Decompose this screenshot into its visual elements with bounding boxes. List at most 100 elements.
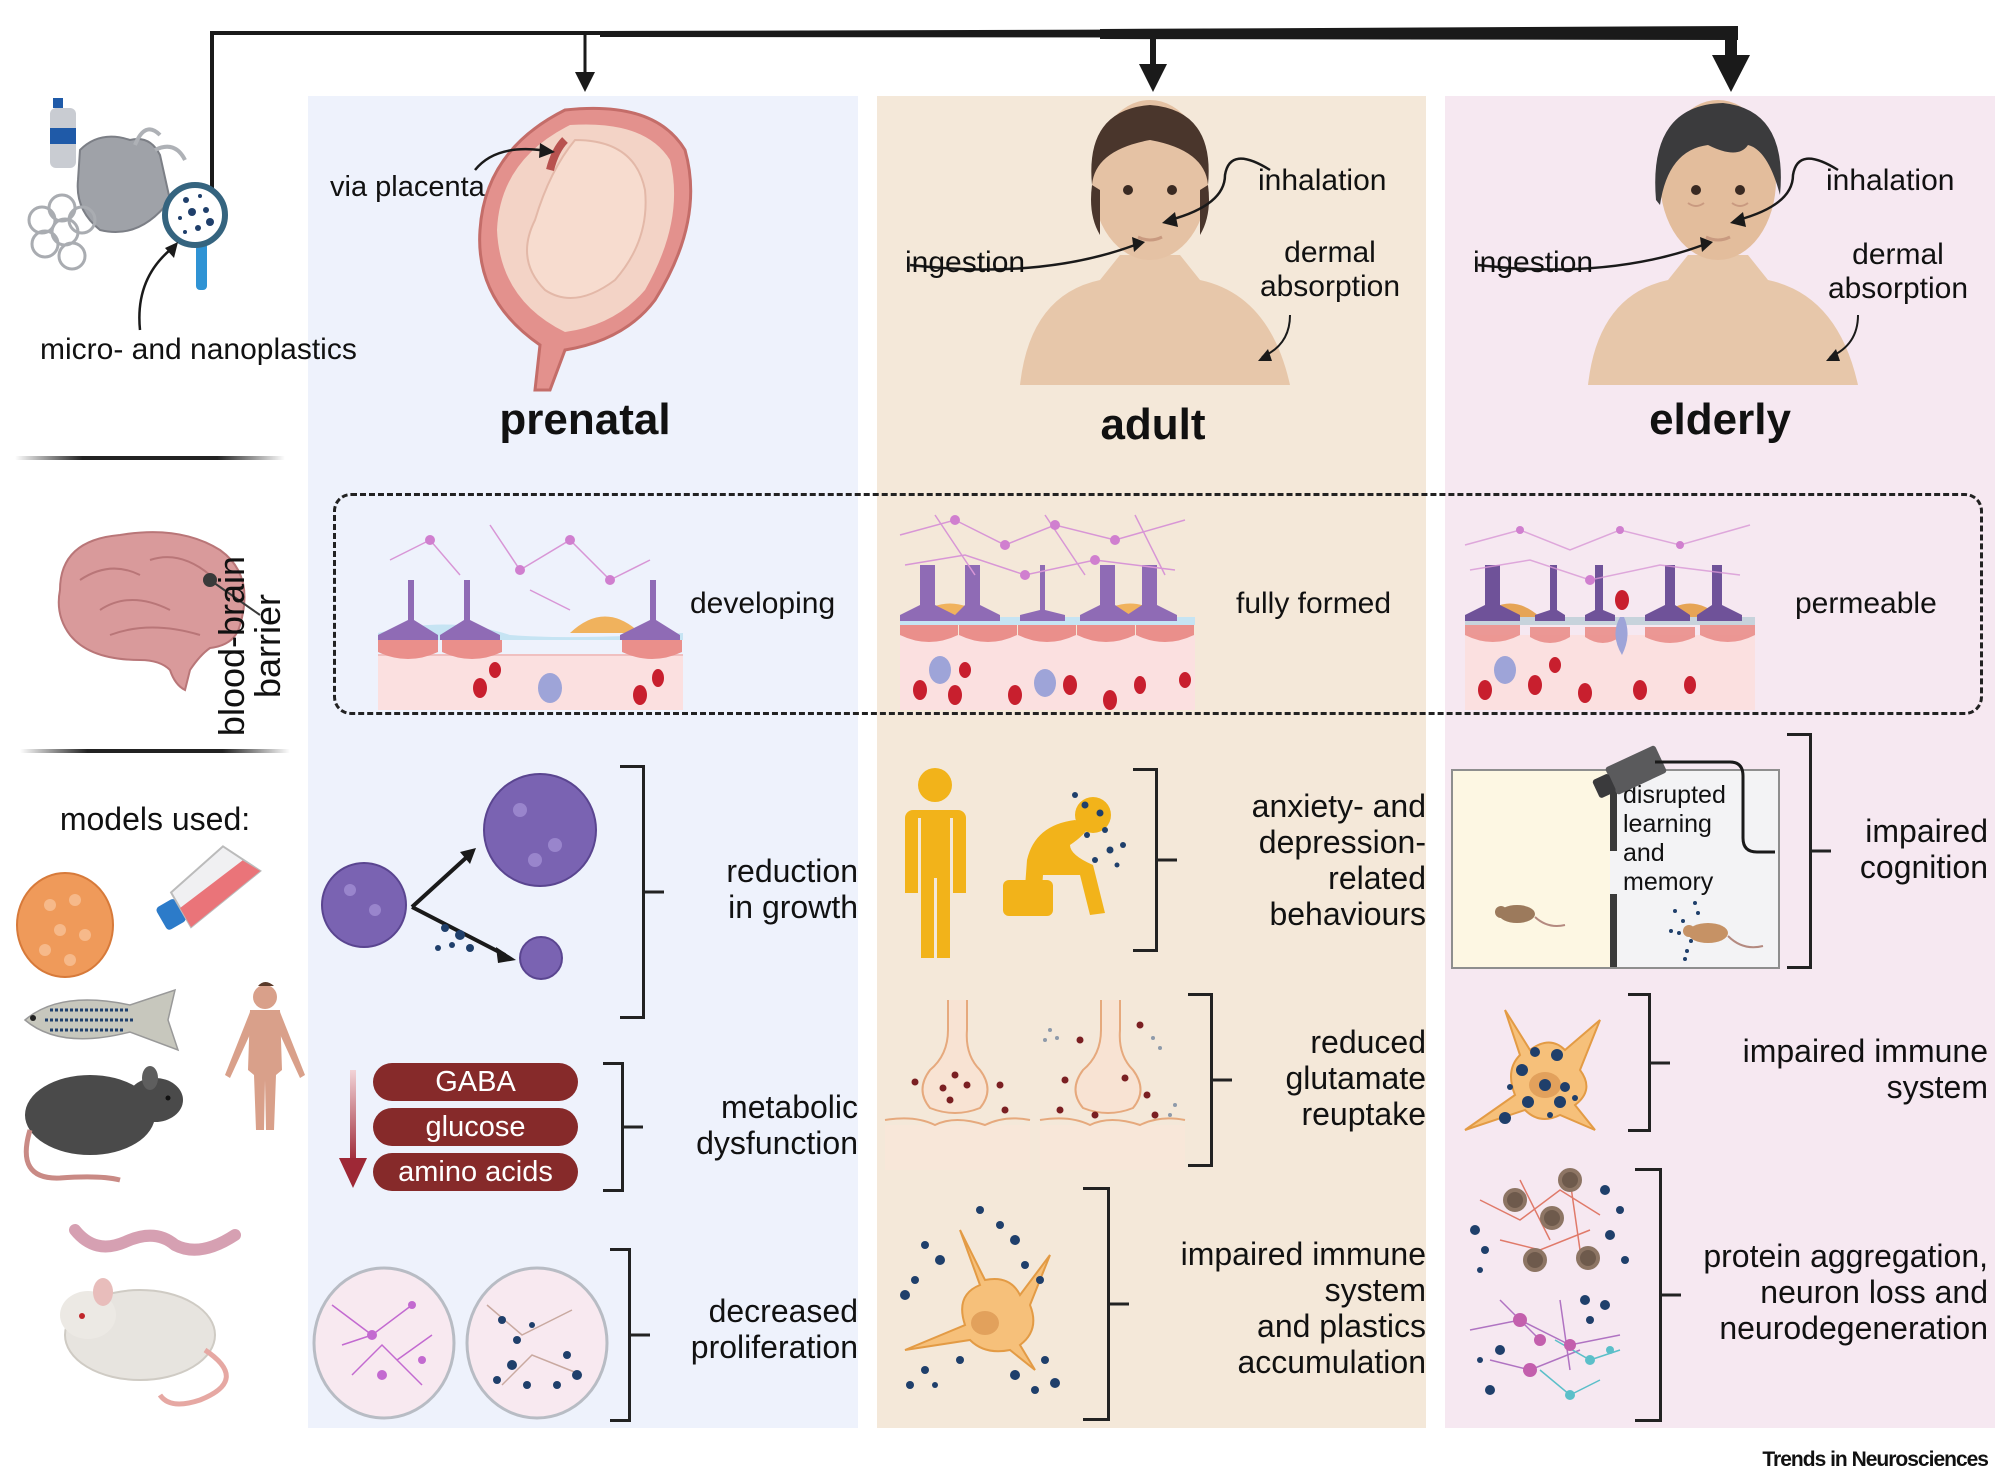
effect-line: accumulation: [1237, 1344, 1426, 1380]
effect-line: system: [1886, 1069, 1988, 1105]
route-adult-dermal: dermal absorption: [1250, 236, 1410, 304]
bracket-elderly-immune: [1628, 993, 1651, 1132]
effect-line: neurodegeneration: [1719, 1310, 1988, 1346]
route-elderly-inhalation: inhalation: [1826, 164, 1955, 197]
route-via-placenta: via placenta: [330, 171, 485, 203]
inset-line: disrupted: [1623, 781, 1726, 809]
effect-adult-glutamate: reduced glutamate reuptake: [1230, 1024, 1426, 1132]
mice-illustration: [1495, 901, 1764, 961]
bracket-prenatal-metabolic: [603, 1062, 624, 1192]
section-divider-2: [20, 749, 290, 753]
effect-elderly-cognition: impaired cognition: [1830, 813, 1988, 885]
white-rat-icon: [60, 1278, 229, 1407]
bbb-state-elderly: permeable: [1795, 587, 1937, 620]
route-adult-ingestion: ingestion: [905, 246, 1026, 279]
effect-line: anxiety- and: [1251, 788, 1426, 824]
petri-dishes-illustration: [312, 1266, 609, 1420]
bracket-elderly-neurodegeneration: [1635, 1168, 1662, 1422]
arrowhead-elderly: [1712, 55, 1750, 92]
plastic-bottle-icon: [50, 98, 76, 168]
inset-line: learning: [1623, 810, 1712, 838]
bbb-state-prenatal: developing: [690, 587, 836, 620]
decrease-arrow-icon: [339, 1070, 367, 1188]
route-line: dermal: [1284, 236, 1376, 269]
light-compartment: [1453, 771, 1610, 967]
neurodegeneration-illustration: [1469, 1168, 1629, 1400]
metabolite-list: GABA glucose amino acids: [373, 1063, 578, 1193]
cell-culture-flask-icon: [156, 845, 262, 930]
behavior-test-box: disrupted learning and memory: [1451, 769, 1780, 969]
exposure-arrows: [210, 26, 1750, 190]
bracket-prenatal-proliferation: [610, 1248, 631, 1422]
bracket-elderly-cognition: [1787, 733, 1812, 969]
camera-icon: [1592, 745, 1775, 854]
bracket-adult-anxiety: [1133, 768, 1158, 952]
models-title: models used:: [59, 801, 251, 837]
stage-title-elderly: elderly: [1649, 395, 1791, 444]
inset-line: memory: [1623, 868, 1714, 896]
effect-line: impaired: [1865, 813, 1988, 849]
organoid-growth-illustration: [321, 773, 597, 980]
effect-line: cognition: [1859, 849, 1988, 885]
effect-elderly-immune: impaired immune system: [1670, 1033, 1988, 1105]
effect-line: behaviours: [1269, 896, 1426, 932]
zebrafish-icon: [23, 988, 180, 1052]
adult-head-illustration: [909, 100, 1291, 385]
effect-adult-anxiety: anxiety- and depression- related behavio…: [1180, 788, 1426, 932]
plastics-source-label: micro- and nanoplastics: [40, 333, 357, 366]
section-divider-1: [15, 456, 285, 460]
divider-wall-top: [1610, 789, 1617, 851]
stage-title-prenatal: prenatal: [499, 395, 671, 444]
bbb-state-adult: fully formed: [1236, 587, 1392, 620]
inset-line: and: [1623, 839, 1665, 867]
plastics-source-illustration: [27, 98, 228, 331]
route-line: dermal: [1852, 238, 1944, 271]
black-mouse-icon: [23, 1066, 183, 1183]
effect-line: glutamate: [1285, 1060, 1426, 1096]
metabolite-pill-glucose: glucose: [373, 1108, 578, 1146]
synapse-illustration: [884, 1000, 1186, 1170]
immune-cell-plastics-illustration: [900, 1206, 1060, 1394]
effect-elderly-neurodegeneration: protein aggregation, neuron loss and neu…: [1660, 1238, 1988, 1346]
effect-line: reduced: [1310, 1024, 1426, 1060]
effect-line: system: [1324, 1272, 1426, 1308]
models-illustrations: [16, 845, 305, 1407]
effect-prenatal-proliferation: decreased proliferation: [660, 1293, 858, 1365]
bracket-prenatal-growth: [620, 765, 645, 1019]
metabolite-pill-gaba: GABA: [373, 1063, 578, 1101]
bbb-developing-illustration: [378, 524, 683, 710]
magnifier-particles-icon: [162, 182, 228, 290]
pregnant-uterus-illustration: [474, 106, 693, 392]
effect-line: depression-: [1258, 824, 1426, 860]
effect-line: neuron loss and: [1760, 1274, 1988, 1310]
human-icon: [225, 982, 305, 1130]
anxiety-figures-illustration: [905, 768, 1126, 958]
route-elderly-dermal: dermal absorption: [1818, 238, 1978, 306]
effect-adult-immune: impaired immune system and plastics accu…: [1130, 1236, 1426, 1380]
stage-title-adult: adult: [1100, 400, 1206, 449]
bbb-fully-formed-illustration: [899, 514, 1195, 710]
effect-prenatal-metabolic: metabolic dysfunction: [660, 1089, 858, 1161]
microglia-plastics-illustration: [1464, 1009, 1601, 1131]
metabolite-pill-amino-acids: amino acids: [373, 1153, 578, 1191]
effect-line: metabolic: [721, 1089, 858, 1125]
effect-line: impaired immune: [1180, 1236, 1426, 1272]
effect-line: reduction: [726, 853, 858, 889]
bbb-permeable-illustration: [1464, 524, 1755, 710]
organoid-icon: [16, 872, 114, 978]
bracket-adult-glutamate: [1188, 993, 1213, 1167]
effect-line: and plastics: [1257, 1308, 1426, 1344]
effect-line: related: [1328, 860, 1426, 896]
route-line: absorption: [1259, 270, 1401, 303]
bbb-label-line1: blood-brain: [211, 555, 252, 737]
effect-line: protein aggregation,: [1703, 1238, 1988, 1274]
elderly-head-illustration: [1477, 100, 1859, 385]
route-adult-inhalation: inhalation: [1258, 164, 1387, 197]
six-pack-ring-icon: [27, 193, 97, 271]
bracket-adult-immune: [1083, 1187, 1110, 1421]
arrowhead-prenatal: [575, 72, 595, 92]
bbb-label-line2: barrier: [247, 593, 288, 699]
effect-line: dysfunction: [696, 1125, 858, 1161]
journal-source-label: Trends in Neurosciences: [1762, 1448, 1989, 1471]
effect-line: proliferation: [690, 1329, 858, 1365]
